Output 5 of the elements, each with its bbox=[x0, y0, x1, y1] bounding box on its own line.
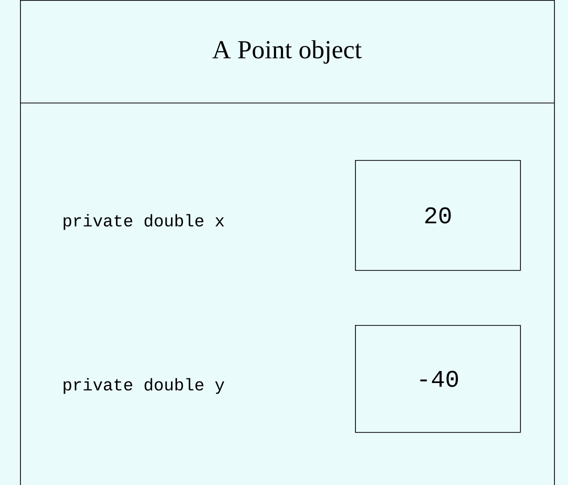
value-box: -40 bbox=[355, 324, 521, 433]
field-label: private double y bbox=[64, 378, 224, 394]
field-label: private double x bbox=[64, 214, 224, 230]
value-box: 20 bbox=[355, 160, 521, 271]
title: A Point object bbox=[212, 40, 362, 64]
